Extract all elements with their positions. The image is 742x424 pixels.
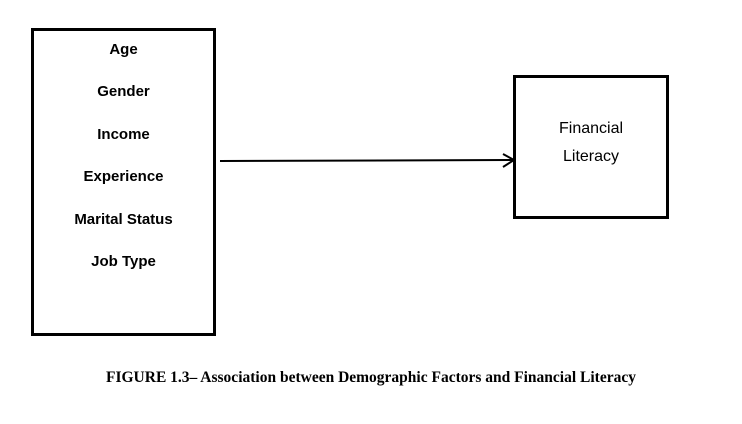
factor-gender: Gender bbox=[97, 83, 150, 100]
factor-income: Income bbox=[97, 126, 150, 143]
factor-marital-status: Marital Status bbox=[74, 211, 173, 228]
outcome-line-1: Financial bbox=[558, 120, 624, 137]
factor-experience: Experience bbox=[83, 168, 164, 185]
figure-caption: FIGURE 1.3– Association between Demograp… bbox=[106, 369, 636, 386]
financial-literacy-box: Financial Literacy bbox=[513, 75, 669, 219]
outcome-line-2: Literacy bbox=[562, 148, 620, 165]
demographic-factors-box: Age Gender Income Experience Marital Sta… bbox=[31, 28, 216, 336]
outcome-label: Financial Literacy bbox=[516, 115, 666, 171]
factor-age: Age bbox=[109, 41, 138, 58]
arrow-line bbox=[219, 159, 515, 162]
factor-job-type: Job Type bbox=[91, 253, 156, 270]
